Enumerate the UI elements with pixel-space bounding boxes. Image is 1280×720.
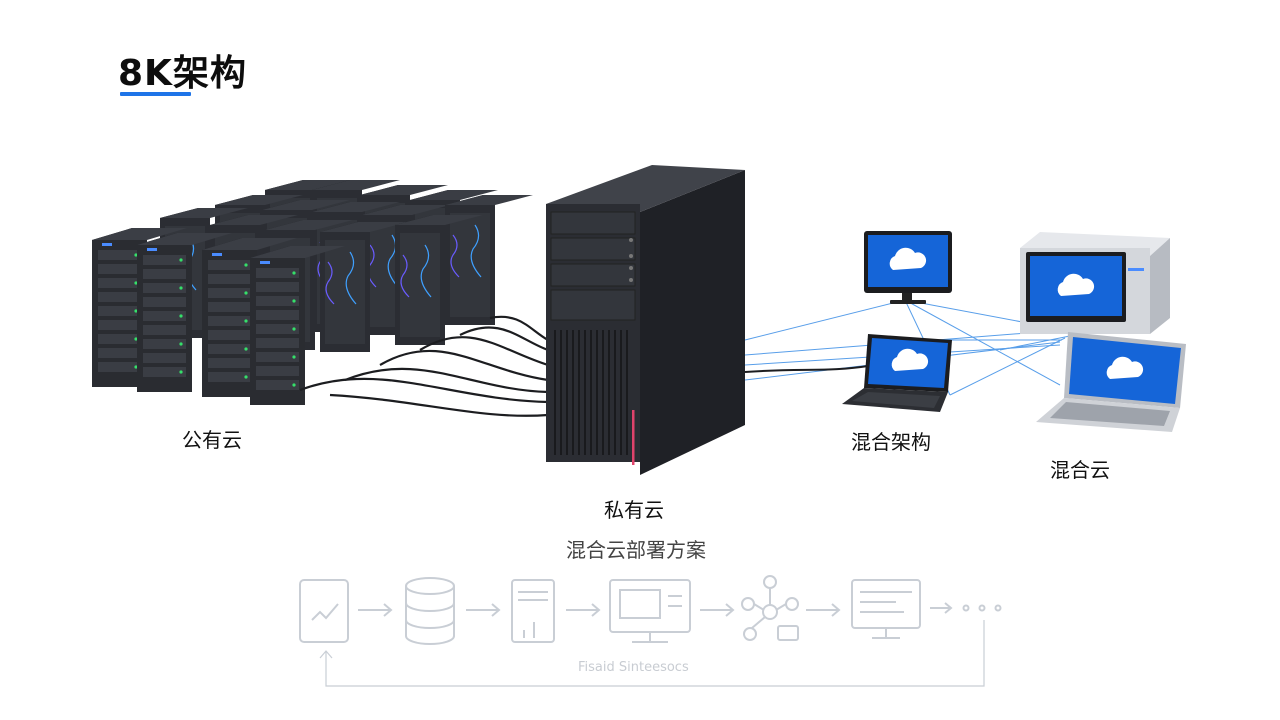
loop-back-line	[325, 620, 985, 687]
server-icon	[511, 579, 555, 643]
more-dots-icon	[962, 604, 1002, 612]
desktop-monitor	[864, 231, 952, 304]
dashboard-icon	[851, 579, 921, 639]
public-cloud-label: 公有云	[182, 428, 242, 452]
laptop-hybrid-architecture	[842, 334, 952, 412]
public-cloud-servers	[92, 179, 534, 405]
arrow-right-icon	[806, 603, 841, 617]
deployment-subtitle: 混合云部署方案	[566, 538, 706, 562]
workflow-strip	[299, 575, 1002, 687]
arrow-right-icon	[700, 603, 735, 617]
page-title: 8K架构	[118, 53, 247, 94]
network-node-icon	[741, 575, 799, 641]
hybrid-cloud-label: 混合云	[1050, 458, 1110, 482]
arrow-right-icon	[358, 603, 393, 617]
tower-cable	[744, 365, 869, 373]
arrow-right-icon	[930, 602, 953, 614]
hybrid-architecture-label: 混合架构	[851, 430, 931, 454]
laptop-hybrid-cloud	[1036, 332, 1186, 432]
arrow-right-icon	[466, 603, 501, 617]
cables	[299, 315, 549, 417]
hybrid-server-station	[1020, 232, 1170, 334]
title-underline	[120, 92, 191, 96]
database-icon	[405, 577, 455, 645]
arrow-up-icon	[319, 650, 333, 659]
document-icon	[299, 579, 349, 643]
private-cloud-tower	[546, 165, 745, 475]
monitor-icon	[609, 579, 691, 643]
arrow-right-icon	[566, 603, 601, 617]
workflow-caption: Fisaid Sinteesocs	[578, 660, 689, 675]
private-cloud-label: 私有云	[604, 498, 664, 522]
